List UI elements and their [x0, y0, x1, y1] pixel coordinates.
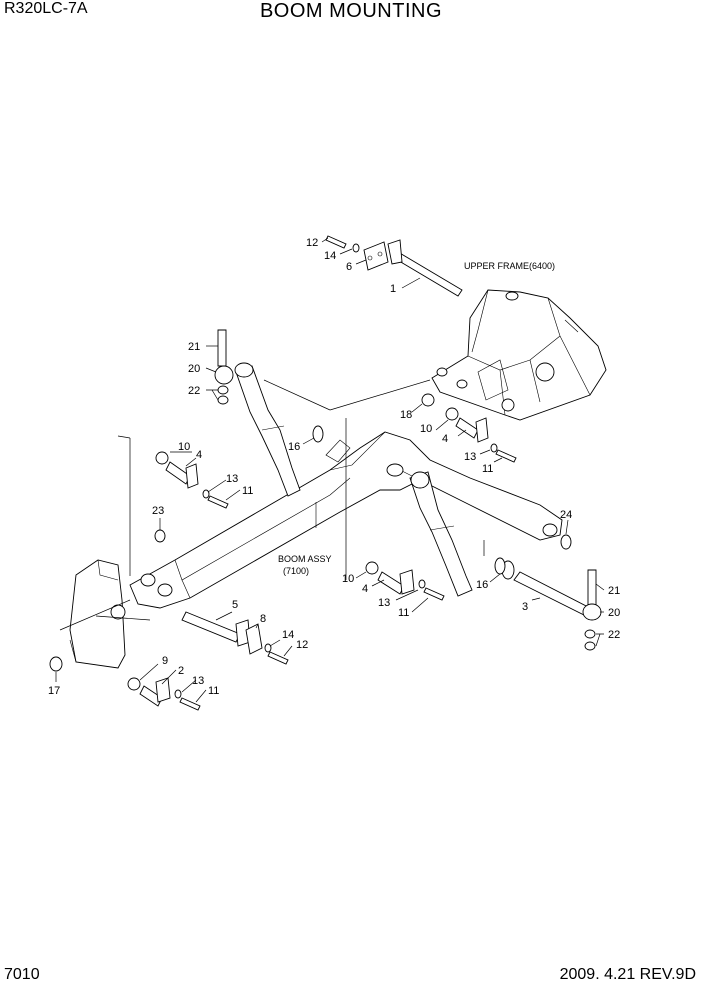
- callout-13: 13: [464, 451, 476, 463]
- callout-21: 21: [188, 341, 200, 353]
- pin-part-1: [387, 239, 463, 297]
- callout-11: 11: [242, 485, 253, 497]
- pin-part-4-center: [365, 561, 445, 601]
- callout-6: 6: [346, 261, 352, 273]
- pin-part-3: [494, 557, 591, 617]
- callout-16: 16: [288, 441, 300, 453]
- callout-4: 4: [362, 583, 368, 595]
- callout-16: 16: [476, 579, 488, 591]
- leader-lines: [55, 237, 605, 703]
- callout-3: 3: [522, 601, 528, 613]
- plate-part-8: [245, 623, 263, 655]
- callout-10: 10: [178, 441, 190, 453]
- callout-21: 21: [608, 585, 620, 597]
- bolt-part-21-right: [582, 569, 602, 651]
- pin-part-4-left: [155, 451, 229, 509]
- callout-13: 13: [192, 675, 204, 687]
- callout-4: 4: [442, 433, 448, 445]
- pin-part-5: [181, 611, 251, 647]
- callout-2: 2: [178, 665, 184, 677]
- upper-frame-caption: UPPER FRAME(6400): [464, 261, 555, 271]
- callout-13: 13: [378, 597, 390, 609]
- callout-23: 23: [152, 505, 164, 517]
- revision-date: 2009. 4.21 REV.9D: [559, 966, 696, 983]
- plate-part-6: [363, 241, 389, 271]
- callout-14: 14: [282, 629, 294, 641]
- callout-24: 24: [560, 509, 572, 521]
- page-title: BOOM MOUNTING: [259, 0, 443, 22]
- boom-body-drawing: [129, 431, 563, 609]
- bolt-part-21-left: [214, 329, 234, 405]
- model-code: R320LC-7A: [4, 0, 88, 17]
- callout-10: 10: [420, 423, 432, 435]
- callout-9: 9: [162, 655, 168, 667]
- upper-frame-drawing: [431, 289, 607, 421]
- pin-part-2: [127, 677, 201, 711]
- callout-13: 13: [226, 473, 238, 485]
- callout-18: 18: [400, 409, 412, 421]
- boom-assy-caption: BOOM ASSY: [278, 554, 332, 564]
- bolt-part-12-bottom: [264, 643, 289, 665]
- callout-12: 12: [306, 237, 318, 249]
- callout-11: 11: [398, 607, 409, 619]
- boom-assy-number: (7100): [283, 566, 309, 576]
- page-number: 7010: [4, 966, 40, 983]
- callout-14: 14: [324, 250, 336, 262]
- callout-1: 1: [390, 283, 396, 295]
- callout-17: 17: [48, 685, 60, 697]
- callout-4: 4: [196, 449, 202, 461]
- left-boom-cylinder-drawing: [234, 362, 301, 497]
- callout-20: 20: [188, 363, 200, 375]
- callout-11: 11: [208, 685, 219, 697]
- right-boom-cylinder-drawing: [409, 471, 473, 597]
- callout-22: 22: [188, 385, 200, 397]
- callout-12: 12: [296, 639, 308, 651]
- pin-part-4-right-top: [421, 393, 517, 463]
- washer-parts: [49, 425, 572, 672]
- callout-10: 10: [342, 573, 354, 585]
- callout-5: 5: [232, 599, 238, 611]
- callout-8: 8: [260, 613, 266, 625]
- callout-11: 11: [482, 463, 493, 475]
- callout-22: 22: [608, 629, 620, 641]
- callout-20: 20: [608, 607, 620, 619]
